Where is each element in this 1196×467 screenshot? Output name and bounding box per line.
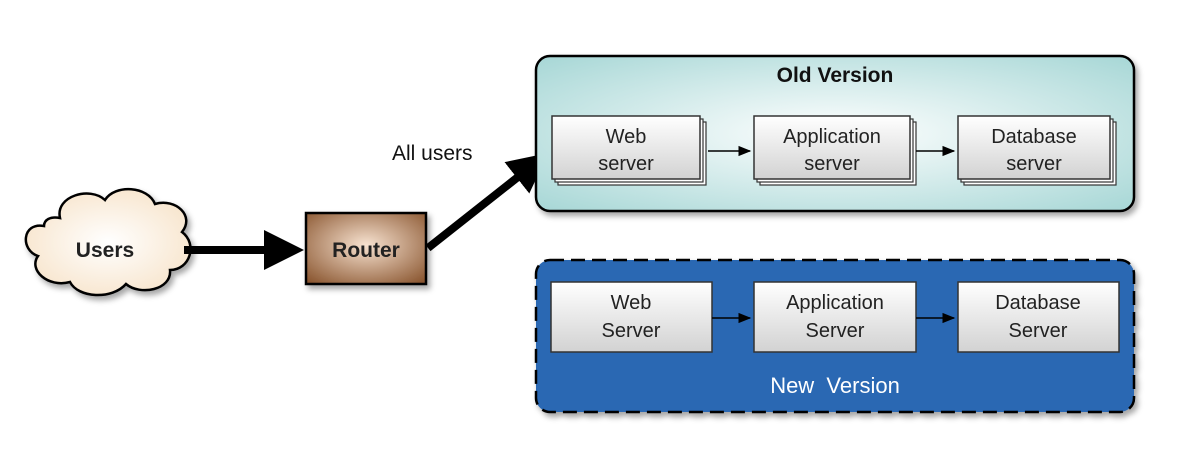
router-node: Router: [304, 211, 428, 286]
users-label: Users: [76, 239, 134, 262]
router-to-old-arrow: [425, 153, 549, 252]
new-version-title: New Version: [770, 373, 900, 398]
old-version-container: Old Version Web server Application serve…: [534, 54, 1136, 213]
new-web-server: Web Server: [550, 281, 713, 353]
all-users-label: All users: [392, 142, 473, 165]
new-db-server: Database Server: [957, 281, 1120, 353]
old-db-server: Database server: [957, 115, 1117, 186]
users-cloud: Users: [24, 187, 192, 297]
old-web-line1: Web: [606, 126, 647, 148]
old-web-line2: server: [598, 153, 654, 175]
new-db-line1: Database: [995, 292, 1081, 314]
new-app-line1: Application: [786, 292, 884, 314]
new-web-line1: Web: [611, 292, 652, 314]
cloud-shape: [24, 187, 192, 297]
new-db-line2: Server: [1009, 320, 1068, 342]
new-web-line2: Server: [602, 320, 661, 342]
old-db-line1: Database: [991, 126, 1077, 148]
old-app-line2: server: [804, 153, 860, 175]
old-db-line2: server: [1006, 153, 1062, 175]
old-web-server: Web server: [551, 115, 707, 186]
old-app-server: Application server: [753, 115, 917, 186]
new-version-container: Web Server Application Server Database S…: [534, 258, 1136, 414]
new-app-server: Application Server: [753, 281, 917, 353]
old-app-line1: Application: [783, 126, 881, 148]
old-version-title: Old Version: [777, 64, 894, 87]
new-app-line2: Server: [806, 320, 865, 342]
router-label: Router: [332, 239, 400, 262]
